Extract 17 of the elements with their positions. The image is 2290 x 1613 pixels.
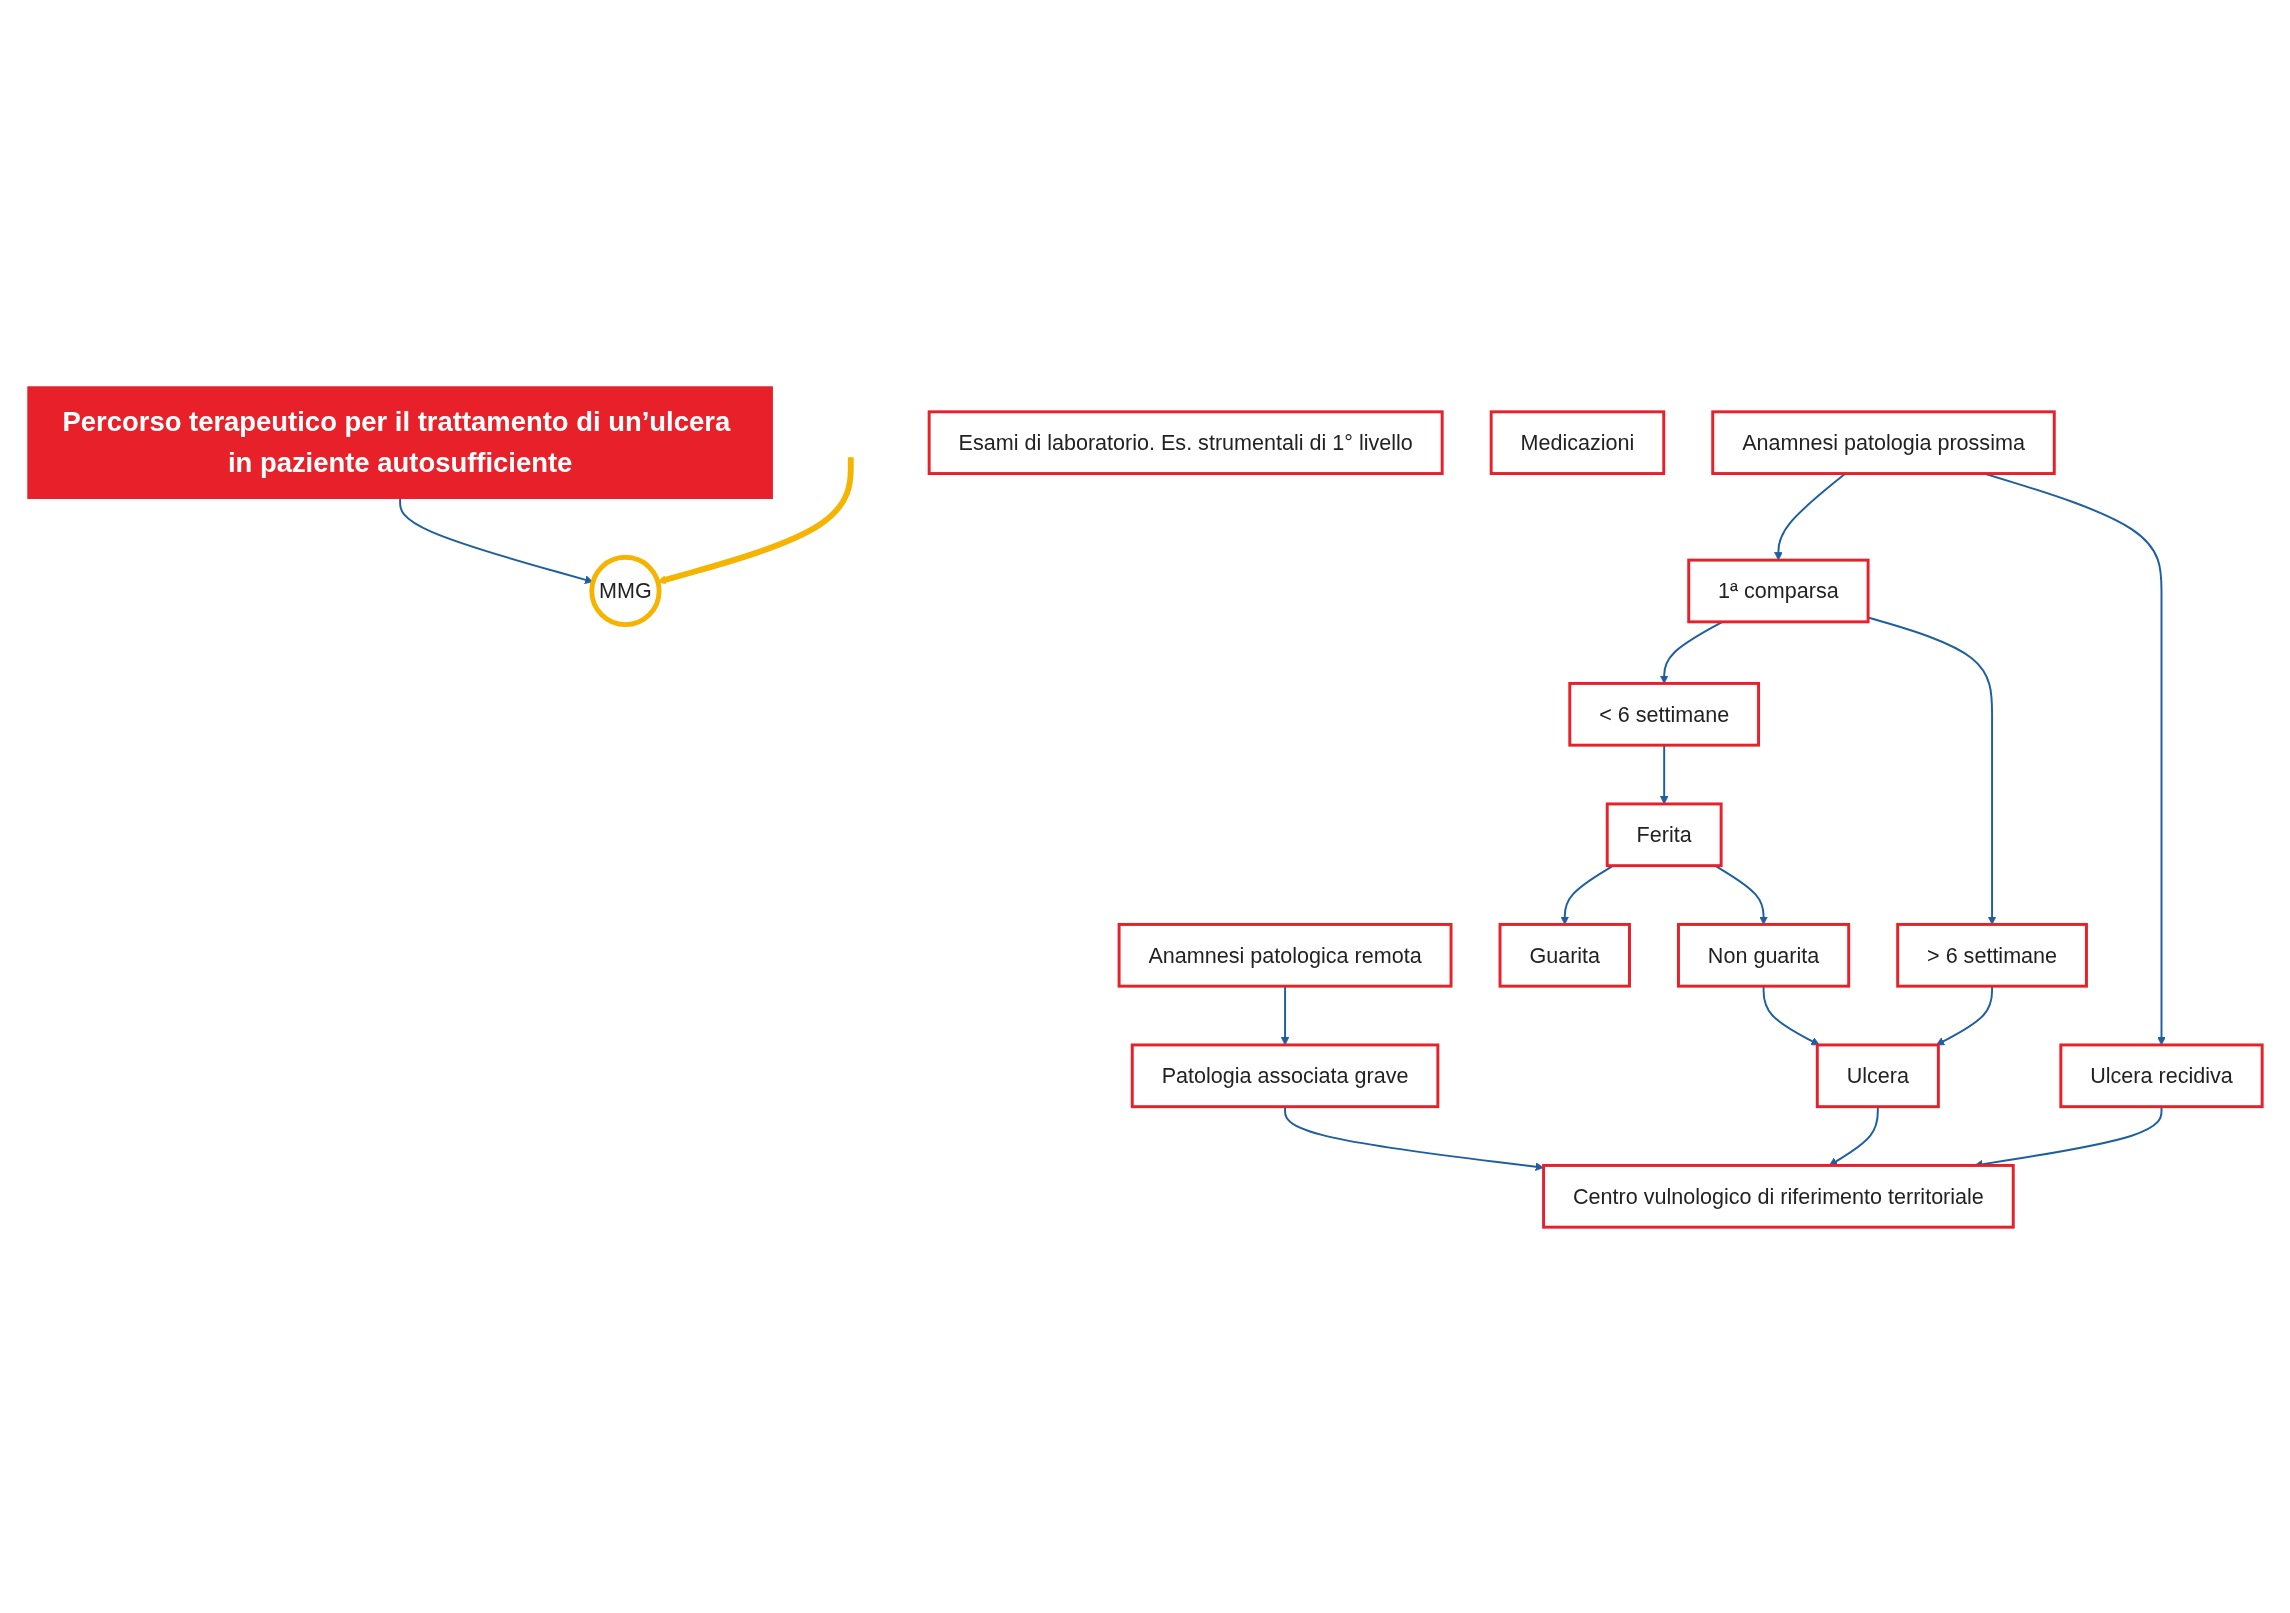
node-box: Centro vulnologico di riferimento territoriale xyxy=(1542,1163,2015,1229)
node-box: Non guarita xyxy=(1677,922,1851,988)
node-box: < 6 settimane xyxy=(1568,681,1761,747)
node-box: 1ª comparsa xyxy=(1687,558,1870,623)
node-box: Guarita xyxy=(1498,922,1631,988)
node-box: Ulcera recidiva xyxy=(2059,1043,2264,1108)
node-circle: MMG xyxy=(589,554,662,627)
node-box: Esami di laboratorio. Es. strumentali di 1° livello xyxy=(927,409,1444,475)
node-box: Ulcera xyxy=(1815,1043,1940,1108)
node-box: Ferita xyxy=(1605,802,1723,867)
node-box: Percorso terapeutico per il trattamento di un’ulcera in paziente autosufficiente xyxy=(27,385,773,499)
node-box: Patologia associata grave xyxy=(1130,1043,1440,1108)
arrow xyxy=(657,456,854,584)
node-box: > 6 settimane xyxy=(1896,922,2088,988)
node-box: Anamnesi patologica remota xyxy=(1117,922,1453,988)
node-box: Anamnesi patologia prossima xyxy=(1711,409,2056,475)
node-box: Medicazioni xyxy=(1489,409,1666,475)
